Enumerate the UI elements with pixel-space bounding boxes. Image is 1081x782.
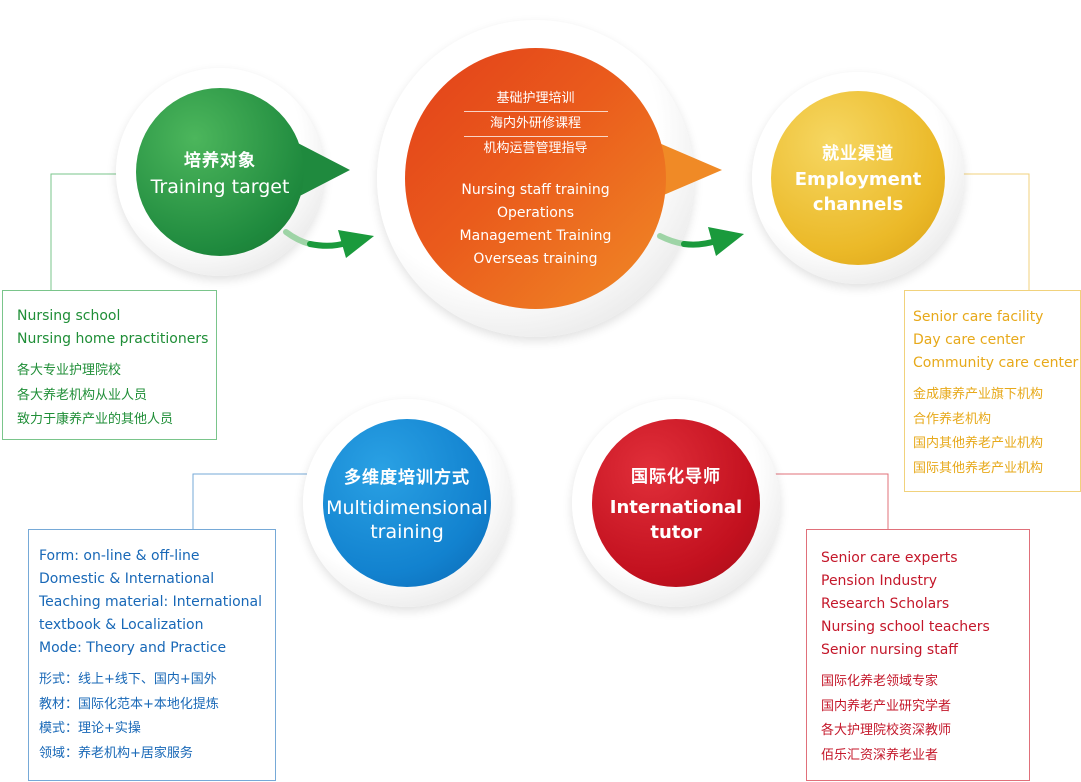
flow-arrow-1 [307, 240, 349, 249]
multidimensional-box: Form: on-line & off-line Domestic & Inte… [28, 529, 276, 781]
multidimensional-title-en-1: Multidimensional [326, 496, 488, 519]
training-target-circle: 培养对象 Training target [136, 88, 304, 256]
course-zh-0: 基础护理培训 [496, 90, 575, 106]
employment-box: Senior care facility Day care center Com… [904, 290, 1081, 492]
training-target-en-0: Nursing school [17, 308, 121, 324]
training-target-title-en: Training target [150, 175, 290, 198]
employment-title-en-2: channels [812, 194, 904, 215]
training-target-en-1: Nursing home practitioners [17, 331, 209, 347]
course-divider-0 [463, 110, 608, 112]
course-en-2: Management Training [459, 227, 612, 244]
employment-en-2: Community care center [913, 355, 1079, 371]
training-target-title-zh: 培养对象 [184, 150, 256, 171]
multidimensional-circle: 多维度培训方式 Multidimensional training [323, 419, 491, 587]
tutor-en-3: Nursing school teachers [821, 619, 990, 635]
course-zh-1: 海内外研修课程 [489, 115, 581, 131]
employment-zh-0: 金成康养产业旗下机构 [913, 387, 1044, 402]
tutor-en-2: Research Scholars [821, 596, 950, 612]
training-target-zh-1: 各大养老机构从业人员 [17, 387, 148, 403]
multidimensional-zh-3: 领域：养老机构+居家服务 [39, 745, 193, 761]
employment-title-zh: 就业渠道 [822, 144, 894, 164]
employment-en-0: Senior care facility [913, 309, 1044, 325]
employment-title-en-1: Employment [794, 169, 922, 190]
flow-arrow-2 [681, 238, 719, 248]
course-en-1: Operations [497, 204, 574, 221]
tutor-circle: 国际化导师 International tutor [592, 419, 760, 587]
tutor-box: Senior care experts Pension Industry Res… [806, 529, 1030, 781]
course-en-0: Nursing staff training [461, 181, 610, 198]
tutor-title-en-2: tutor [650, 521, 702, 543]
tutor-en-0: Senior care experts [821, 550, 958, 566]
multidimensional-en-0: Form: on-line & off-line [39, 548, 200, 564]
multidimensional-zh-2: 模式：理论+实操 [39, 721, 141, 736]
course-divider-1 [463, 135, 608, 137]
tutor-zh-0: 国际化养老领域专家 [821, 674, 939, 689]
tutor-en-4: Senior nursing staff [821, 642, 958, 658]
flow-arrow-2-head [708, 227, 744, 256]
tutor-en-1: Pension Industry [821, 573, 938, 589]
employment-zh-1: 合作养老机构 [913, 411, 992, 427]
employment-zh-3: 国际其他养老产业机构 [913, 460, 1044, 476]
multidimensional-zh-0: 形式：线上+线下、国内+国外 [39, 672, 217, 687]
multidimensional-en-2: Teaching material: International [39, 594, 262, 610]
multidimensional-zh-1: 教材：国际化范本+本地化提炼 [39, 696, 219, 712]
multidimensional-title-en-2: training [370, 520, 444, 543]
employment-circle: 就业渠道 Employment channels [771, 91, 945, 265]
training-target-zh-0: 各大专业护理院校 [17, 363, 122, 378]
employment-en-1: Day care center [913, 332, 1025, 348]
multidimensional-en-3: textbook & Localization [39, 617, 204, 633]
training-target-box: Nursing school Nursing home practitioner… [2, 290, 217, 440]
course-zh-2: 机构运营管理指导 [483, 140, 588, 156]
tutor-title-en-1: International [609, 496, 743, 518]
training-target-zh-2: 致力于康养产业的其他人员 [17, 412, 174, 427]
multidimensional-en-4: Mode: Theory and Practice [39, 640, 227, 656]
tutor-zh-2: 各大护理院校资深教师 [821, 723, 952, 738]
flow-arrow-1-head [338, 230, 374, 258]
tutor-zh-3: 佰乐汇资深养老业者 [821, 747, 939, 763]
tutor-zh-1: 国内养老产业研究学者 [821, 698, 952, 714]
course-en-3: Overseas training [473, 250, 598, 267]
multidimensional-title-zh: 多维度培训方式 [344, 467, 470, 488]
multidimensional-en-1: Domestic & International [39, 571, 215, 587]
courses-circle: 基础护理培训 海内外研修课程 机构运营管理指导 Nursing staff tr… [405, 48, 666, 309]
employment-zh-2: 国内其他养老产业机构 [913, 436, 1044, 451]
tutor-title-zh: 国际化导师 [631, 466, 721, 487]
